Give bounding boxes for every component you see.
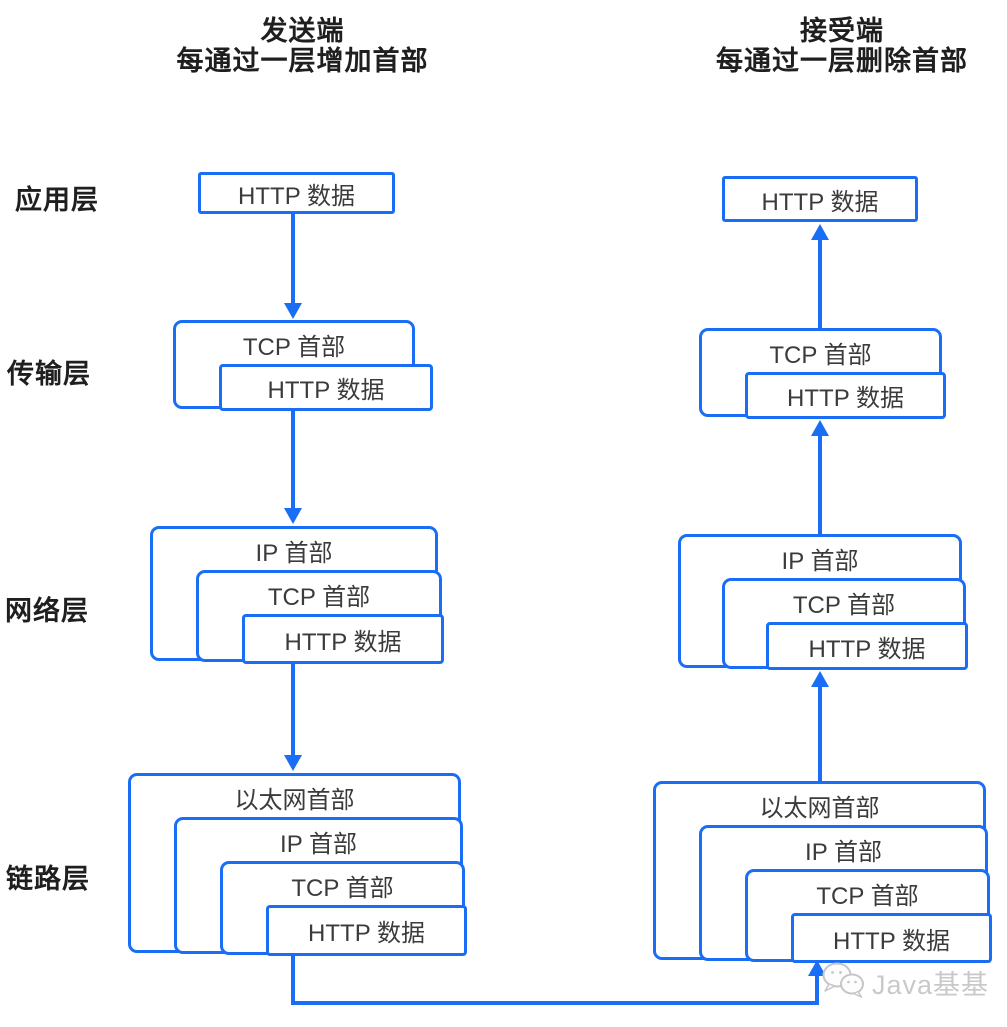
box-label: HTTP 数据 — [238, 182, 355, 210]
connector-horizontal-segment — [291, 1001, 819, 1005]
box-label: TCP 首部 — [792, 591, 896, 619]
arrow-sender-app-to-transport-shaft — [291, 214, 295, 303]
connector-up-arrow-head — [808, 960, 826, 976]
arrow-receiver-link-to-network-shaft — [818, 687, 822, 781]
receiver-header: 接受端 每通过一层删除首部 — [652, 16, 1007, 76]
box-receiver-app-http-data: HTTP 数据 — [722, 176, 918, 222]
layer-label-application: 应用层 — [15, 185, 99, 215]
box-sender-network-http-data: HTTP 数据 — [242, 614, 444, 664]
sender-header: 发送端 每通过一层增加首部 — [105, 16, 500, 76]
box-label: HTTP 数据 — [808, 635, 926, 663]
box-receiver-network-http-data: HTTP 数据 — [766, 622, 968, 670]
box-label: IP 首部 — [255, 539, 333, 567]
layer-label-transport: 传输层 — [7, 359, 91, 389]
box-label: HTTP 数据 — [267, 377, 385, 404]
receiver-subtitle: 每通过一层删除首部 — [716, 46, 968, 76]
layer-label-network: 网络层 — [5, 596, 89, 626]
arrow-sender-network-to-link-head — [284, 755, 302, 771]
arrow-receiver-link-to-network-head — [811, 671, 829, 687]
box-label: IP 首部 — [280, 830, 357, 858]
arrow-receiver-network-to-transport-shaft — [818, 436, 822, 534]
box-label: TCP 首部 — [769, 341, 872, 369]
sender-subtitle: 每通过一层增加首部 — [176, 46, 429, 76]
receiver-title: 接受端 — [800, 16, 884, 46]
box-label: 以太网首部 — [759, 794, 880, 822]
box-label: TCP 首部 — [242, 333, 346, 361]
arrow-receiver-network-to-transport-head — [811, 420, 829, 436]
box-sender-link-http-data: HTTP 数据 — [266, 905, 467, 956]
box-label: 以太网首部 — [234, 786, 355, 814]
box-sender-transport-http-data: HTTP 数据 — [219, 364, 433, 411]
watermark-text: Java基基 — [872, 970, 990, 1000]
box-label: TCP 首部 — [291, 874, 394, 902]
box-label: TCP 首部 — [267, 583, 371, 611]
box-label: HTTP 数据 — [761, 188, 879, 216]
arrow-sender-transport-to-network-shaft — [291, 411, 295, 508]
connector-down-segment — [291, 954, 295, 1005]
box-label: HTTP 数据 — [308, 920, 425, 947]
box-label: HTTP 数据 — [284, 628, 402, 656]
arrow-receiver-transport-to-app-head — [811, 224, 829, 240]
box-label: HTTP 数据 — [833, 927, 950, 955]
layer-label-link: 链路层 — [6, 864, 90, 894]
wechat-icon — [820, 960, 866, 1005]
arrow-sender-network-to-link-shaft — [291, 664, 295, 755]
arrow-receiver-transport-to-app-shaft — [818, 240, 822, 328]
connector-up-segment — [815, 975, 819, 1003]
arrow-sender-app-to-transport-head — [284, 303, 302, 319]
box-label: IP 首部 — [781, 547, 859, 575]
box-receiver-transport-http-data: HTTP 数据 — [745, 372, 946, 419]
box-label: IP 首部 — [805, 838, 882, 866]
box-sender-app-http-data: HTTP 数据 — [198, 172, 395, 214]
arrow-sender-transport-to-network-head — [284, 508, 302, 524]
box-label: TCP 首部 — [816, 882, 919, 910]
box-receiver-link-http-data: HTTP 数据 — [791, 913, 992, 963]
sender-title: 发送端 — [260, 16, 345, 46]
watermark: Java基基 — [820, 960, 989, 1005]
box-label: HTTP 数据 — [787, 385, 904, 412]
